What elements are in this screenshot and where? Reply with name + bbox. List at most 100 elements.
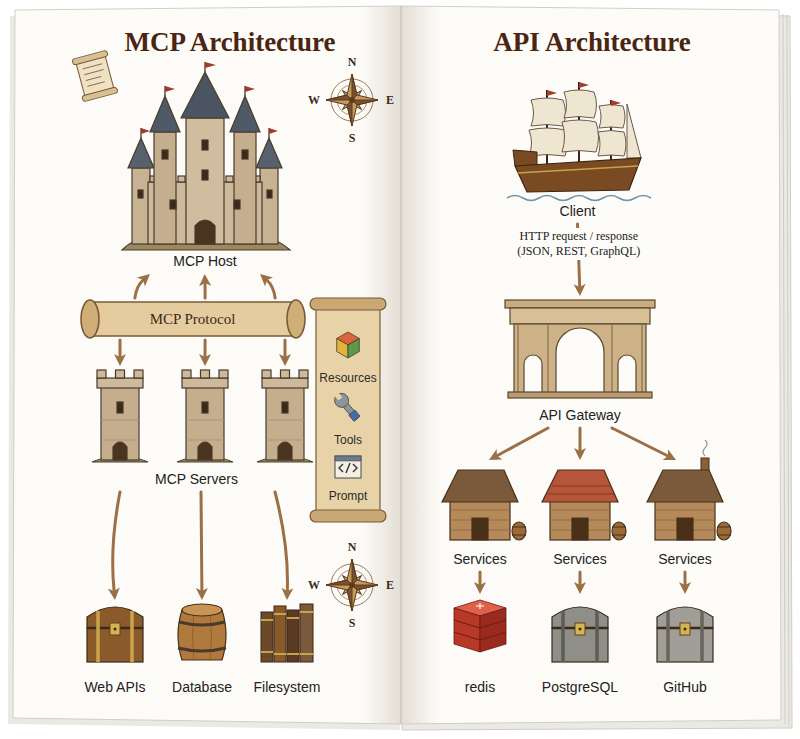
compass-rose (326, 74, 378, 126)
redis-blocks-illustration (476, 603, 484, 609)
node-label: Client (560, 203, 596, 220)
book-illustration (13, 6, 401, 724)
ship-illustration (529, 90, 641, 158)
prompt-icon (339, 463, 357, 473)
resources-icon (337, 339, 348, 359)
resources-icon (348, 339, 359, 359)
flow-arrow (113, 492, 120, 591)
capability-scroll: ResourcesToolsPrompt (312, 298, 384, 522)
database-barrel-illustration (193, 612, 212, 660)
flow-arrow (284, 340, 287, 357)
database-barrel-illustration (182, 604, 222, 616)
tools-icon (332, 390, 352, 410)
tower-illustration (257, 370, 313, 462)
castle-illustration (245, 86, 255, 92)
page-title: API Architecture (493, 27, 691, 58)
side-scroll-illustration (310, 510, 386, 522)
edge-label: HTTP request / response (JSON, REST, Gra… (504, 228, 654, 260)
node-label: MCP Protocol (150, 311, 236, 328)
flow-arrow (612, 428, 668, 456)
tools-icon (334, 392, 342, 401)
node-label: Filesystem (254, 679, 321, 696)
castle-illustration (138, 190, 143, 198)
ship-illustration (611, 100, 621, 106)
node-label: API Gateway (539, 407, 621, 424)
book-illustration (400, 6, 402, 724)
server-towers: MCP Servers (85, 366, 308, 492)
compass-rose (350, 98, 355, 103)
side-scroll-illustration (316, 306, 380, 514)
gateway-arch-illustration (510, 308, 650, 324)
ship-illustration (627, 104, 641, 158)
redis-blocks-illustration (454, 608, 480, 628)
castle-illustration (154, 132, 176, 244)
postgresql-chest: PostgreSQL (530, 594, 630, 700)
service-house-illustration (442, 440, 731, 540)
gateway-arch-illustration (524, 355, 542, 394)
castle-illustration (234, 132, 256, 244)
protocol-banner: MCP Protocol (80, 298, 305, 340)
host-castle: MCP Host (110, 60, 300, 274)
castle-illustration (256, 138, 282, 168)
ship-illustration (517, 166, 638, 173)
web-apis-chest-illustration (87, 607, 143, 662)
node-label: Database (172, 679, 232, 696)
node-label: redis (465, 679, 495, 696)
redis-blocks-illustration (480, 608, 506, 628)
flow-arrow (267, 280, 275, 298)
github-chest-illustration (657, 607, 713, 662)
service-house: Services (435, 460, 525, 572)
ship-illustration (507, 82, 651, 201)
service-house: Services (535, 460, 625, 572)
ship-illustration (547, 90, 557, 96)
banner-illustration (287, 300, 305, 338)
ship-illustration (531, 98, 566, 126)
node-label: Services (553, 551, 607, 568)
gateway-arch-illustration (508, 392, 652, 398)
castle-illustration (141, 128, 150, 134)
castle-illustration (165, 86, 175, 92)
compass-letter: N (348, 540, 357, 554)
gateway-arch: API Gateway (500, 296, 660, 428)
web-apis-chest: Web APIs (75, 600, 155, 700)
castle-illustration (128, 138, 154, 168)
prompt-icon (335, 456, 361, 478)
service-house-illustration (442, 470, 518, 502)
prompt-icon (335, 456, 361, 478)
filesystem-books: Filesystem (247, 600, 327, 700)
page-title: MCP Architecture (124, 27, 335, 58)
gateway-arch-illustration (514, 324, 646, 394)
ship-illustration (562, 120, 599, 152)
tools-icon (330, 389, 362, 423)
castle-illustration (230, 96, 260, 132)
castle-illustration (122, 62, 290, 250)
side-scroll-illustration (310, 298, 386, 310)
castle-illustration (202, 140, 208, 150)
node-label: GitHub (663, 679, 707, 696)
book-illustration (401, 6, 781, 724)
compass-rose (326, 559, 378, 611)
resources-icon (337, 332, 360, 358)
flow-arrow (684, 572, 687, 585)
node-label: MCP Host (173, 253, 237, 270)
database-barrel: Database (162, 600, 242, 700)
castle-illustration (170, 200, 176, 209)
castle-illustration (269, 128, 278, 134)
castle-illustration (260, 168, 278, 244)
castle-illustration (234, 200, 240, 209)
castle-illustration (178, 176, 185, 182)
ship-illustration (564, 90, 597, 118)
book-illustration (783, 14, 789, 726)
node-label: MCP Servers (155, 471, 238, 488)
castle-illustration (202, 170, 208, 180)
node-label: Prompt (329, 488, 368, 504)
ship-illustration (598, 131, 626, 157)
castle-illustration (150, 96, 180, 132)
redis-blocks: redis (440, 594, 520, 700)
compass-rose (326, 74, 378, 126)
node-label: Web APIs (84, 679, 145, 696)
castle-illustration (186, 118, 224, 244)
